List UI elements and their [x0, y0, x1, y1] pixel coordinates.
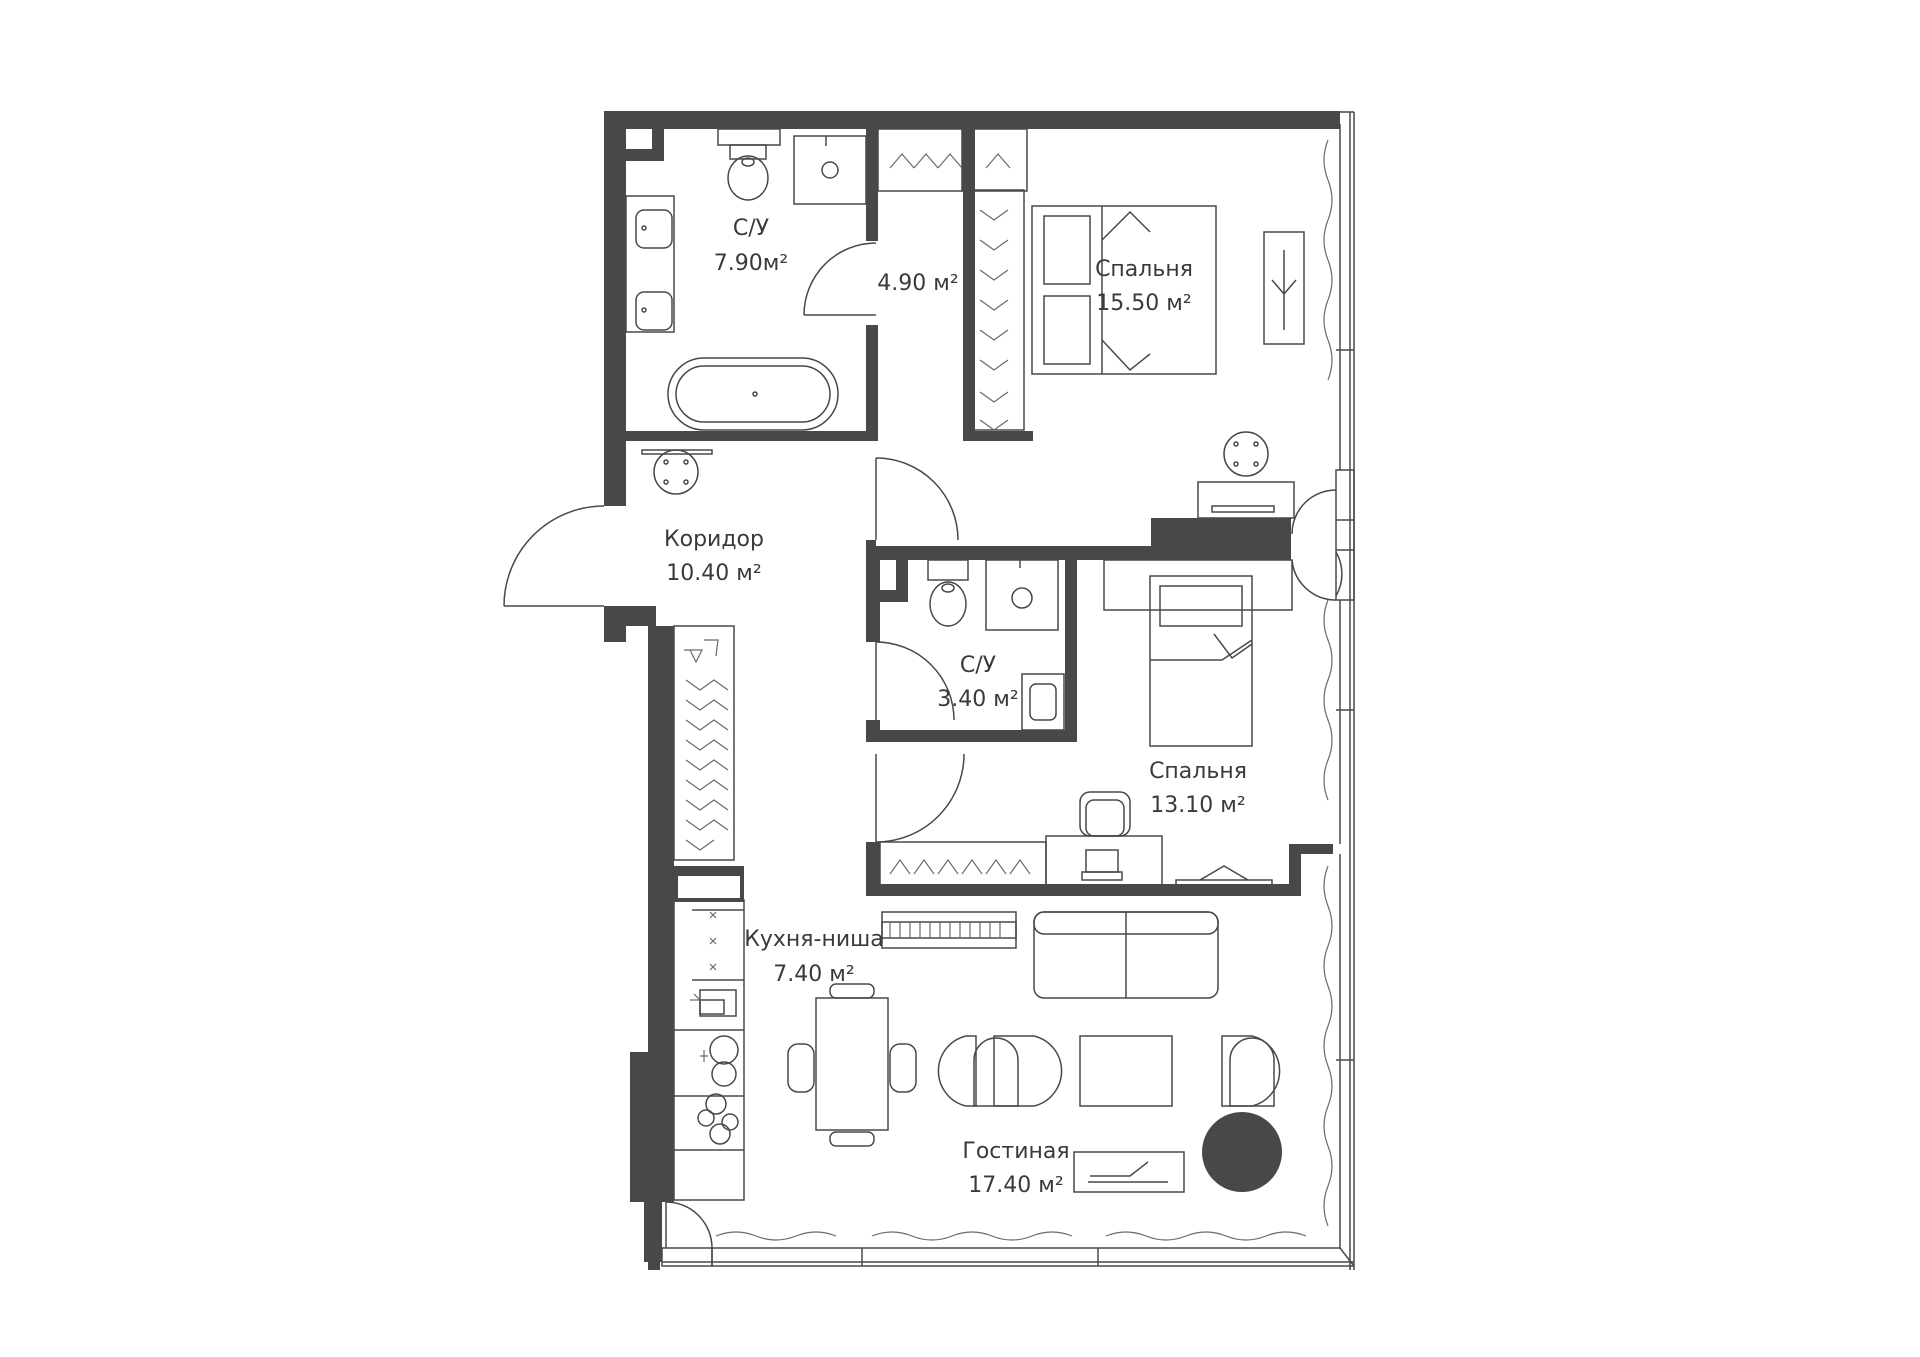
room-area-closet: 4.90 м²	[877, 271, 958, 296]
corridor-wardrobe	[673, 625, 735, 861]
room-labels: С/У 7.90м² 4.90 м² Спальня 15.50 м² Кори…	[664, 216, 1247, 1198]
walls	[604, 111, 1340, 1270]
bath2-fixtures	[927, 559, 1065, 731]
armchair-icon	[1221, 1035, 1281, 1107]
bath1-fixtures	[625, 128, 867, 495]
sink-icon	[690, 989, 737, 1017]
sofa-icon	[1033, 911, 1219, 999]
room-name-kitchen: Кухня-ниша	[744, 927, 884, 952]
windows	[661, 111, 1355, 1270]
room-name-bedroom1: Спальня	[1095, 257, 1193, 282]
room-area-bedroom1: 15.50 м²	[1096, 291, 1191, 316]
entrance-door-swing-icon	[503, 505, 605, 607]
round-table-icon	[1197, 431, 1295, 519]
bedroom1-fixtures	[1031, 205, 1305, 519]
loggia-door-swing-icon	[665, 1201, 713, 1249]
tv-icon	[1073, 1151, 1185, 1193]
laptop-icon	[1081, 849, 1123, 881]
room-name-bath1: С/У	[733, 216, 770, 241]
room-area-bedroom2: 13.10 м²	[1150, 793, 1245, 818]
radiator-icon	[881, 911, 1017, 949]
bedroom2-door-swing-icon	[875, 753, 965, 843]
room-area-bath2: 3.40 м²	[937, 687, 1018, 712]
room-name-bedroom2: Спальня	[1149, 759, 1247, 784]
armchair-icon	[937, 1035, 1063, 1107]
wardrobe-hanger-icon	[889, 153, 1011, 431]
toilet-icon	[717, 128, 781, 201]
sink-icon	[1021, 673, 1065, 731]
double-bed-icon	[1031, 205, 1217, 375]
stove-icon	[697, 1093, 739, 1145]
bath2-door-swing-icon	[875, 641, 955, 721]
room-name-living: Гостиная	[962, 1139, 1069, 1164]
bath1-door-swing-icon	[803, 242, 877, 316]
single-bed-icon	[1149, 575, 1253, 747]
coffee-table-icon	[1079, 1035, 1173, 1107]
toilet-icon	[927, 559, 969, 627]
wardrobe-hanger-icon	[879, 841, 1047, 887]
balcony-door-swing-icon	[1291, 489, 1343, 601]
doors	[503, 242, 1343, 1249]
closet-fixtures	[877, 128, 1028, 431]
room-name-bath2: С/У	[960, 653, 997, 678]
dining-table-icon	[787, 983, 917, 1147]
room-area-living: 17.40 м²	[968, 1173, 1063, 1198]
kitchen-fixtures	[673, 899, 745, 1201]
bedroom2-fixtures	[879, 559, 1293, 887]
washing-machine-icon	[641, 449, 713, 495]
round-table-icon	[1202, 1112, 1282, 1192]
bedroom1-door-swing-icon	[875, 457, 959, 541]
living-fixtures	[787, 911, 1282, 1193]
sink-icon	[625, 195, 675, 333]
tv-icon	[1263, 231, 1305, 345]
room-area-bath1: 7.90м²	[714, 251, 788, 276]
bathtub-icon	[667, 357, 839, 431]
room-area-corridor: 10.40 м²	[666, 561, 761, 586]
curtains	[715, 139, 1333, 1241]
room-name-corridor: Коридор	[664, 527, 764, 552]
tv-icon	[1175, 865, 1273, 887]
stove-icon	[692, 909, 744, 981]
armchair-icon	[1079, 791, 1131, 837]
room-area-kitchen: 7.40 м²	[773, 962, 854, 987]
